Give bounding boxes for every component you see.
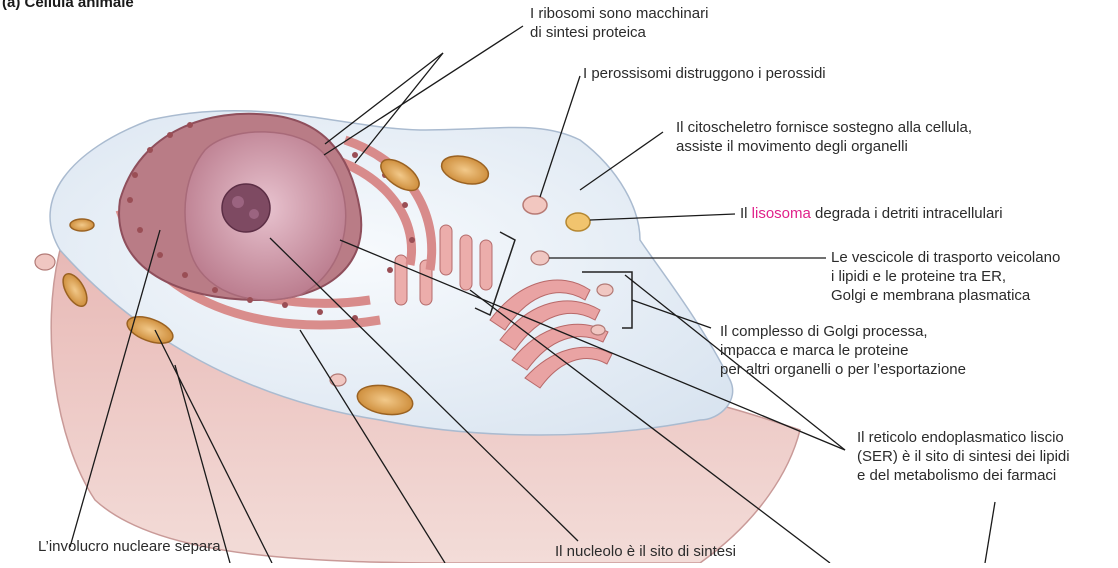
ribosomes-label-line2: di sintesi proteica (530, 23, 708, 42)
golgi-label-line1: Il complesso di Golgi processa, (720, 322, 966, 341)
lysosome-label-highlight: lisosoma (752, 205, 811, 222)
vesicles-label-line3: Golgi e membrana plasmatica (831, 286, 1060, 305)
cytoskeleton-label: Il citoscheletro fornisce sostegno alla … (676, 118, 972, 156)
vesicles-label-line2: i lipidi e le proteine tra ER, (831, 267, 1060, 286)
figure-title: (a) Cellula animale (2, 0, 134, 11)
cytoskeleton-label-line2: assiste il movimento degli organelli (676, 137, 972, 156)
lysosome-label: Il lisosoma degrada i detriti intracellu… (740, 204, 1003, 223)
ser-label: Il reticolo endoplasmatico liscio (SER) … (857, 428, 1070, 485)
peroxisome (523, 196, 547, 214)
ribosomes-label-line1: I ribosomi sono macchinari (530, 4, 708, 23)
ser-label-line3: e del metabolismo dei farmaci (857, 466, 1070, 485)
golgi-label: Il complesso di Golgi processa, impacca … (720, 322, 966, 379)
lysosome-label-pre: Il (740, 205, 752, 222)
lysosome (566, 213, 590, 231)
nucleolus (222, 184, 270, 232)
nuclear-envelope-label: L’involucro nucleare separa (38, 537, 221, 556)
ser-label-line2: (SER) è il sito di sintesi dei lipidi (857, 447, 1070, 466)
nucleolus-label: Il nucleolo è il sito di sintesi (555, 542, 736, 561)
cytoskeleton-label-line1: Il citoscheletro fornisce sostegno alla … (676, 118, 972, 137)
lysosome-label-post: degrada i detriti intracellulari (811, 205, 1003, 222)
vesicles-label: Le vescicole di trasporto veicolano i li… (831, 248, 1060, 305)
golgi-label-line3: per altri organelli o per l’esportazione (720, 360, 966, 379)
vesicles-label-line1: Le vescicole di trasporto veicolano (831, 248, 1060, 267)
ser-label-line1: Il reticolo endoplasmatico liscio (857, 428, 1070, 447)
golgi-label-line2: impacca e marca le proteine (720, 341, 966, 360)
ribosomes-label: I ribosomi sono macchinari di sintesi pr… (530, 4, 708, 42)
peroxisomes-label: I perossisomi distruggono i perossidi (583, 64, 826, 83)
